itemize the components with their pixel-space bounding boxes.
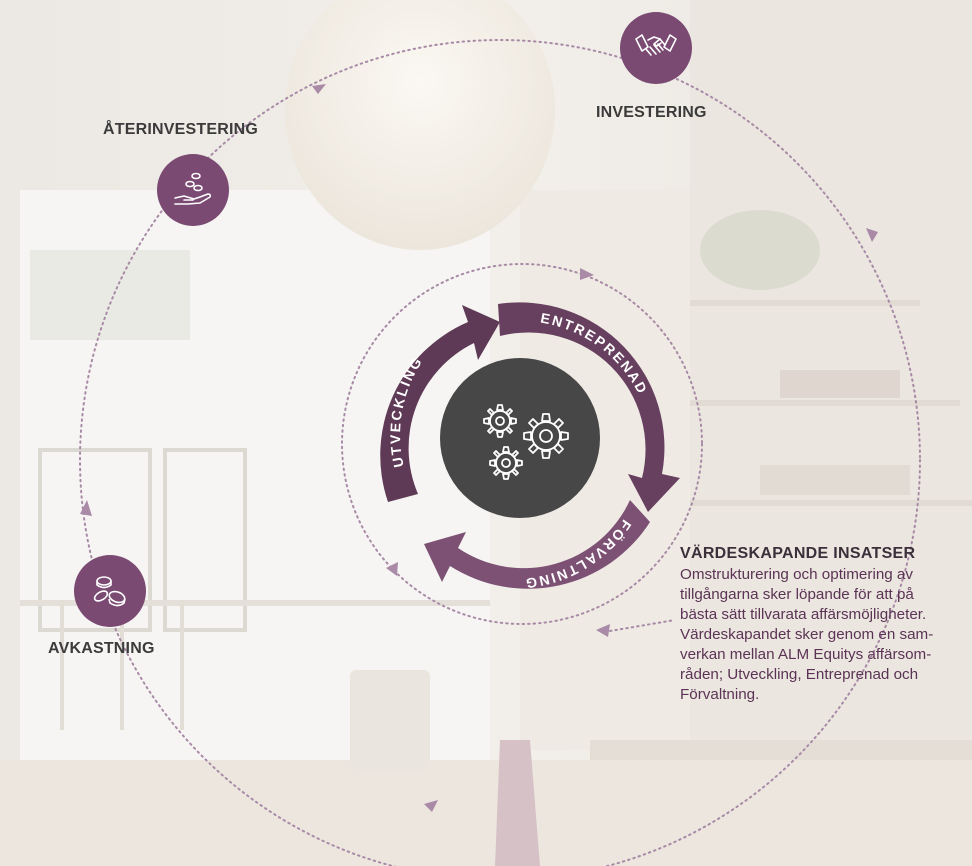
info-line: verkan mellan ALM Equitys affärsom-	[680, 646, 932, 663]
info-line: Omstrukturering och optimering av	[680, 566, 913, 583]
arrow-segment-forvaltning	[424, 500, 650, 589]
arrow-segment-entreprenad	[498, 302, 680, 512]
center-circle	[440, 358, 600, 518]
coins-hand-icon	[174, 172, 212, 205]
aterinvestering-node	[157, 154, 229, 226]
inner-arrow-right	[596, 624, 610, 637]
inner-arrow-left	[386, 562, 398, 576]
outer-arrow-left	[80, 500, 92, 516]
info-line: tillgångarna sker löpande för att på	[680, 586, 914, 603]
label-investering: INVESTERING	[596, 104, 707, 121]
outer-cycle-path	[79, 39, 921, 866]
label-avkastning: AVKASTNING	[48, 640, 155, 657]
gears-icon	[483, 404, 569, 480]
connector-to-info	[609, 619, 676, 632]
investering-node	[620, 12, 692, 84]
inner-arrow-ring	[380, 302, 680, 589]
info-line: Värdeskapandet sker genom en sam-	[680, 626, 934, 643]
handshake-icon	[635, 34, 677, 56]
label-aterinvestering: ÅTERINVESTERING	[103, 121, 259, 138]
outer-arrow-bottom	[424, 800, 438, 812]
info-line: bästa sätt tillvarata affärsmöjligheter.	[680, 606, 927, 623]
info-line: råden; Utveckling, Entreprenad och	[680, 666, 919, 683]
info-block: VÄRDESKAPANDE INSATSER Omstrukturering o…	[680, 545, 972, 705]
avkastning-node	[74, 555, 146, 627]
info-line: Förvaltning.	[680, 686, 760, 703]
info-body: Omstrukturering och optimering av tillgå…	[680, 565, 972, 705]
outer-arrow-right	[866, 228, 878, 242]
outer-arrow-top	[312, 84, 326, 94]
inner-cycle-path	[341, 263, 703, 625]
coins-icon	[93, 576, 126, 607]
arrow-segment-utveckling	[380, 305, 500, 502]
inner-arrow-top	[580, 268, 594, 280]
info-heading: VÄRDESKAPANDE INSATSER	[680, 545, 916, 562]
